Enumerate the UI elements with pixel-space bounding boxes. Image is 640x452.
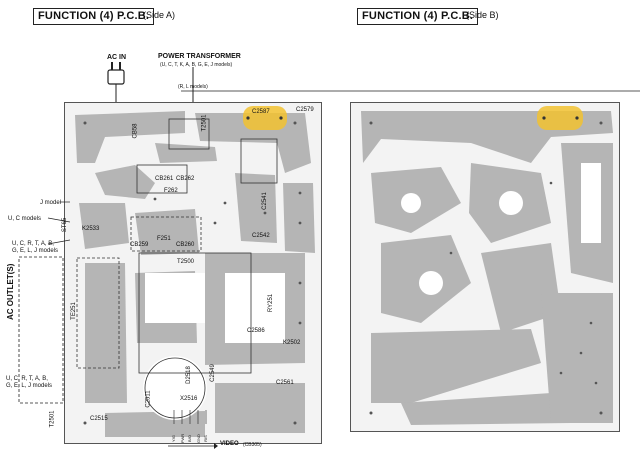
j-model-label: J model: [40, 200, 62, 206]
rl-models-line: [181, 90, 640, 92]
label-cb262: CB262: [176, 176, 195, 182]
video-ref-label: (CB305): [243, 442, 262, 448]
label-cb58: CB58: [132, 123, 139, 139]
bottom-models-label: U, C, R, T, A, B, G, E, L, J models: [6, 376, 53, 389]
pin-4: GND: [195, 434, 201, 443]
label-te251: TE251: [70, 302, 77, 320]
pin-5: R/S: [202, 435, 208, 442]
pin-3: B/O: [186, 435, 192, 442]
transformer-lead-line: [192, 67, 194, 107]
label-c2561: C2561: [276, 380, 294, 386]
title-side-b: FUNCTION (4) P.C.B.: [357, 8, 479, 25]
pcb-side-a-traces: [75, 106, 315, 437]
label-c2579: C2579: [296, 107, 314, 113]
multi-models-label: U, C, R, T, A, B, G, E, L, J models: [12, 241, 59, 254]
label-t2500: T2500: [177, 259, 195, 265]
label-cb259: CB259: [130, 242, 149, 248]
label-c2549: C2549: [209, 364, 216, 382]
video-connector: [168, 410, 218, 449]
label-c2587: C2587: [252, 109, 270, 115]
label-d2518: D2518: [185, 366, 192, 384]
label-c2586: C2586: [247, 328, 265, 334]
pin-1: Y/G: [170, 435, 176, 442]
pcb-side-b-traces: [361, 106, 613, 425]
label-t2501b: T2501: [49, 410, 56, 428]
video-label: VIDEO: [220, 441, 239, 447]
subtitle-side-b: (Side B): [466, 10, 499, 20]
label-t2501: T2501: [201, 114, 208, 132]
label-cb260: CB260: [176, 242, 195, 248]
label-f251: F251: [157, 236, 171, 242]
label-c2542: C2542: [252, 233, 270, 239]
pcb-side-a: [64, 102, 322, 444]
power-transformer-models: (U, C, T, K, A, B, G, E, J models): [160, 62, 233, 68]
subtitle-side-a: (Side A): [143, 10, 176, 20]
label-f262: F262: [164, 188, 178, 194]
uc-models-label: U, C models: [8, 216, 42, 222]
ac-in-label: AC IN: [107, 54, 127, 61]
title-side-a: FUNCTION (4) P.C.B.: [33, 8, 155, 25]
label-k2502: K2502: [283, 340, 301, 346]
label-x2516: X2516: [180, 396, 198, 402]
ac-outlets-label: AC OUTLET(S): [6, 263, 15, 320]
pin-2: PWR: [180, 433, 186, 444]
power-transformer-label: POWER TRANSFORMER: [158, 53, 241, 60]
ac-outlet-outline: [18, 256, 64, 404]
label-cb261: CB261: [155, 176, 174, 182]
label-k2533: K2533: [82, 226, 100, 232]
model-leader-lines: [47, 201, 70, 245]
pcb-side-b: [350, 102, 620, 432]
ac-plug-icon: [107, 62, 125, 110]
label-c2511: C2511: [145, 390, 152, 408]
label-c2541: C2541: [261, 192, 268, 210]
label-ry251: RY251: [268, 293, 275, 313]
label-c2515: C2515: [90, 416, 108, 422]
